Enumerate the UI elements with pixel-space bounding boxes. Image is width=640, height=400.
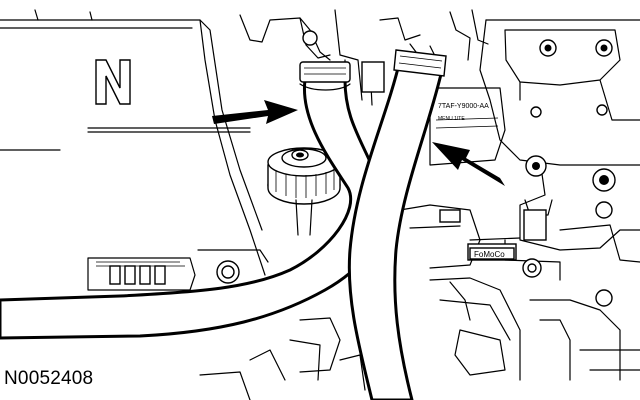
part-label-plate: 7TAF-Y9000-AA MENU 1ITE — [438, 103, 489, 122]
engine-background — [0, 9, 640, 400]
figure-id-label: N0052408 — [4, 368, 94, 389]
part-number-text: 7TAF-Y9000-AA — [438, 103, 489, 110]
arrow-right-icon — [212, 100, 298, 124]
lower-coolant-hose — [347, 43, 447, 400]
fomoco-tag: FoMoCo — [469, 247, 515, 260]
fomoco-text: FoMoCo — [474, 250, 505, 259]
arrow-upleft-icon — [432, 142, 505, 186]
logo-letter-fragment — [95, 59, 131, 105]
part-secondary-text: MENU 1ITE — [438, 116, 465, 122]
radiator-cap — [267, 147, 341, 236]
